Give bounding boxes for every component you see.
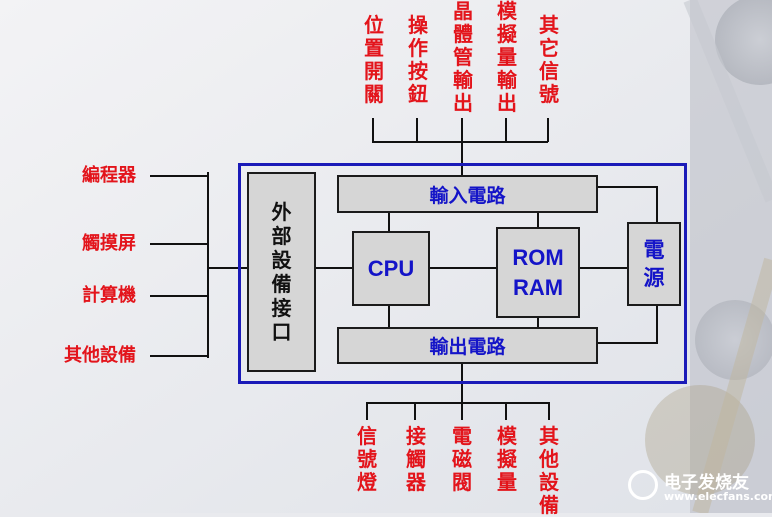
power-supply-block: 電源 <box>627 222 681 306</box>
output-label-solenoid-valve: 電磁閥 <box>452 424 472 494</box>
input-label-programmer: 編程器 <box>82 165 136 186</box>
input-label-other-devices: 其他設備 <box>64 345 136 366</box>
output-label-operation-button: 操作按鈕 <box>408 13 428 106</box>
top-output-bus <box>372 118 549 175</box>
external-interface-label: 外部設備接口 <box>271 200 292 344</box>
output-label-signal-light: 信號燈 <box>357 424 377 494</box>
left-input-bus <box>150 172 248 358</box>
output-label-position-switch: 位置開關 <box>364 13 384 106</box>
input-label-computer: 計算機 <box>82 285 136 306</box>
output-label-analog: 模擬量 <box>497 424 517 494</box>
output-label-transistor-output: 晶體管輸出 <box>453 0 473 115</box>
output-circuit-block: 輸出電路 <box>337 327 598 364</box>
output-label-analog-output: 模擬量輸出 <box>497 0 517 115</box>
external-interface-block: 外部設備接口 <box>247 172 316 372</box>
output-label-other-equipment: 其他設備 <box>539 424 559 517</box>
memory-block: ROM RAM <box>496 227 580 318</box>
input-label-touchscreen: 觸摸屏 <box>82 233 136 254</box>
input-circuit-label: 輸入電路 <box>429 184 506 207</box>
cpu-block: CPU <box>352 231 430 306</box>
internal-connections <box>315 186 658 344</box>
power-supply-label: 電源 <box>643 238 665 290</box>
output-label-other-signals: 其它信號 <box>539 13 559 106</box>
watermark: 电子发烧友 www.elecfans.com <box>628 468 772 508</box>
input-circuit-block: 輸入電路 <box>337 175 598 213</box>
watermark-url: www.elecfans.com <box>664 490 772 503</box>
plc-frame <box>238 163 687 384</box>
output-circuit-label: 輸出電路 <box>429 336 506 358</box>
watermark-logo-icon <box>628 470 658 500</box>
cpu-label: CPU <box>367 255 415 281</box>
ram-label: RAM <box>512 274 564 300</box>
watermark-title: 电子发烧友 <box>664 473 749 493</box>
output-label-contactor: 接觸器 <box>406 424 426 494</box>
rom-label: ROM <box>512 244 564 270</box>
